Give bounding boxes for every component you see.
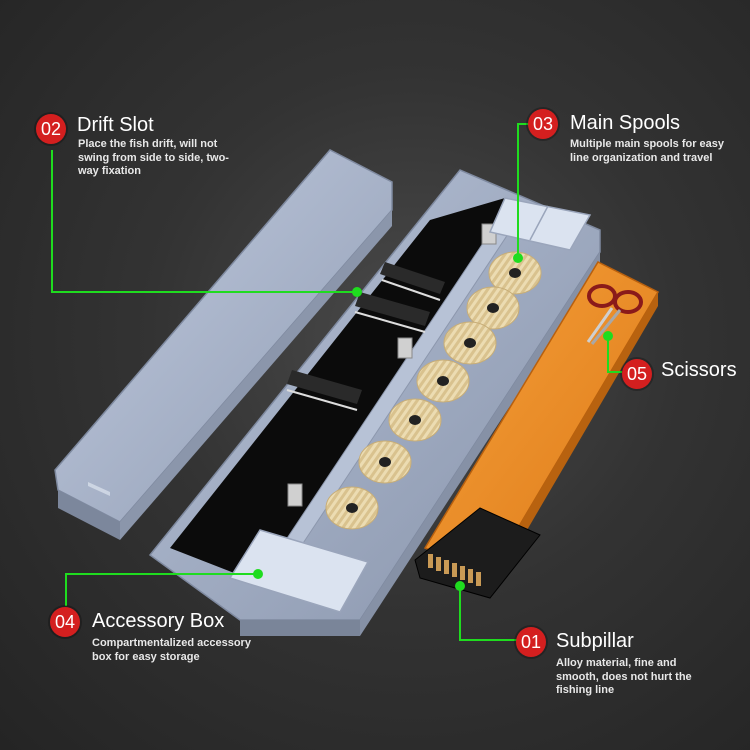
drift-slot-bar	[286, 370, 362, 411]
title-scissors: Scissors	[661, 359, 737, 381]
main-spools	[325, 251, 542, 530]
badge-subpillar: 01	[516, 627, 546, 657]
leader-lines	[51, 123, 622, 641]
leader-subpillar	[459, 586, 518, 641]
scissors-icon	[586, 284, 643, 345]
title-main-spools: Main Spools	[570, 112, 681, 134]
spool-icon	[416, 359, 470, 403]
accessory-compartments	[228, 197, 592, 613]
spool-icon	[466, 286, 520, 330]
title-accessory-box: Accessory Box	[92, 610, 225, 632]
badge-scissors: 05	[622, 359, 652, 389]
desc-drift-slot: Place the fish drift, will not swing fro…	[78, 138, 229, 177]
title-drift-slot: Drift Slot	[77, 114, 154, 136]
drift-slots	[286, 262, 445, 411]
leader-scissors	[607, 336, 622, 373]
title-subpillar: Subpillar	[556, 630, 634, 652]
spool-icon	[388, 398, 442, 442]
desc-accessory-box: Compartmentalized accessory box for easy…	[92, 637, 251, 663]
spool-icon	[325, 486, 379, 530]
drift-slot-bar	[380, 262, 445, 301]
hinges	[287, 223, 497, 507]
spool-icon	[488, 251, 542, 295]
hinge-icon	[397, 337, 413, 359]
badge-main-spools: 03	[528, 109, 558, 139]
spool-icon	[443, 321, 497, 365]
leader-main-spools	[517, 123, 529, 258]
hinge-icon	[287, 483, 303, 507]
badge-accessory-box: 04	[50, 607, 80, 637]
leader-accessory-box	[65, 573, 258, 606]
spool-icon	[358, 440, 412, 484]
subpillar-pins	[428, 554, 481, 586]
desc-main-spools: Multiple main spools for easy line organ…	[570, 138, 725, 164]
badge-drift-slot: 02	[36, 114, 66, 144]
drift-slot-bar	[354, 292, 430, 333]
desc-subpillar: Alloy material, fine and smooth, does no…	[556, 657, 692, 696]
orange-tray	[414, 261, 660, 599]
leader-drift-slot	[51, 150, 357, 293]
